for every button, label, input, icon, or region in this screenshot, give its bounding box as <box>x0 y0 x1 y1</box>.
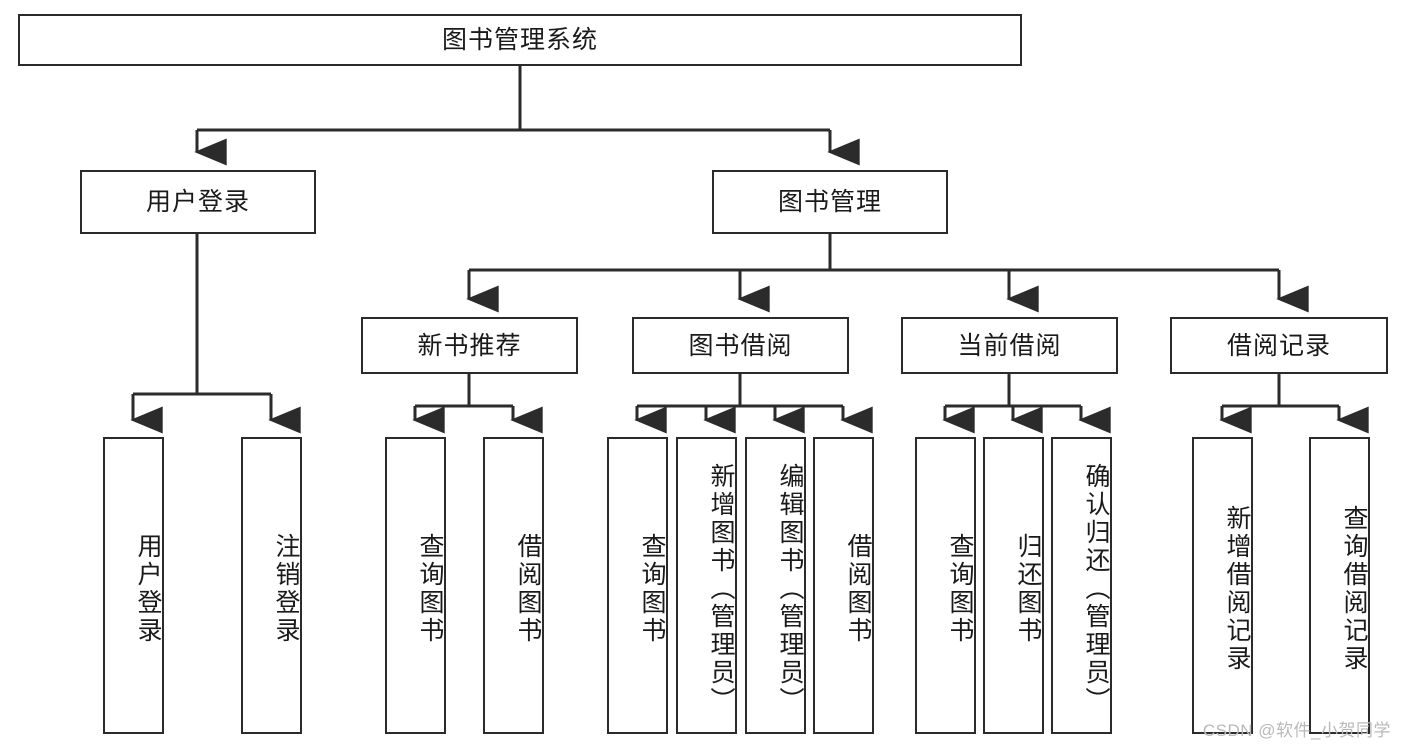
leaf-label: 新增图书（管理员） <box>707 462 735 715</box>
leaf-label: 新增借阅记录 <box>1223 504 1251 673</box>
leaf-label: 查询图书 <box>416 532 444 645</box>
leaf-label: 用户登录 <box>134 532 162 645</box>
leaf-user-login[interactable]: 用户登录 <box>103 437 164 734</box>
leaf-add-borrow-record[interactable]: 新增借阅记录 <box>1192 437 1253 734</box>
leaf-label: 编辑图书（管理员） <box>776 462 804 715</box>
leaf-query-borrow-record[interactable]: 查询借阅记录 <box>1309 437 1370 734</box>
leaf-label: 查询借阅记录 <box>1340 504 1368 673</box>
leaf-label: 查询图书 <box>638 532 666 645</box>
leaf-label: 归还图书 <box>1014 532 1042 645</box>
node-user-login[interactable]: 用户登录 <box>80 170 316 234</box>
leaf-label: 借阅图书 <box>844 532 872 645</box>
leaf-logout-login[interactable]: 注销登录 <box>241 437 302 734</box>
leaf-edit-book-admin[interactable]: 编辑图书（管理员） <box>745 437 806 734</box>
leaf-label: 确认归还（管理员） <box>1082 462 1110 715</box>
leaf-return-book[interactable]: 归还图书 <box>983 437 1044 734</box>
node-book-borrow[interactable]: 图书借阅 <box>632 317 849 374</box>
leaf-query-book-3[interactable]: 查询图书 <box>915 437 976 734</box>
node-new-book-recommend[interactable]: 新书推荐 <box>361 317 578 374</box>
leaf-label: 借阅图书 <box>514 532 542 645</box>
node-current-borrow[interactable]: 当前借阅 <box>901 317 1118 374</box>
leaf-query-book-2[interactable]: 查询图书 <box>607 437 668 734</box>
node-book-manage[interactable]: 图书管理 <box>712 170 948 234</box>
leaf-borrow-book-1[interactable]: 借阅图书 <box>483 437 544 734</box>
csdn-watermark: CSDN @软件_小贺同学 <box>1202 721 1391 740</box>
leaf-borrow-book-2[interactable]: 借阅图书 <box>813 437 874 734</box>
leaf-add-book-admin[interactable]: 新增图书（管理员） <box>676 437 737 734</box>
leaf-query-book-1[interactable]: 查询图书 <box>385 437 446 734</box>
leaf-confirm-return-admin[interactable]: 确认归还（管理员） <box>1051 437 1112 734</box>
leaf-label: 查询图书 <box>946 532 974 645</box>
node-borrow-record[interactable]: 借阅记录 <box>1170 317 1388 374</box>
node-root-system[interactable]: 图书管理系统 <box>18 14 1022 66</box>
leaf-label: 注销登录 <box>272 532 300 645</box>
